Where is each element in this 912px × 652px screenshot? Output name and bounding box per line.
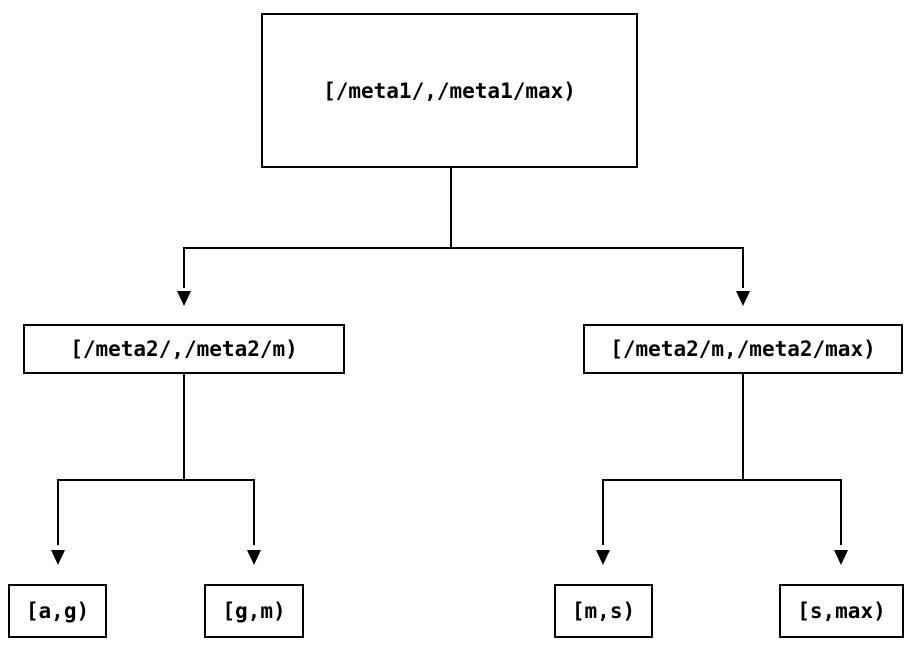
edge-midleft-stem-line	[183, 374, 185, 480]
node-leaf-m-s: [m,s)	[554, 584, 653, 638]
edge-midleft-horizontal-line	[57, 479, 255, 481]
arrowhead-to-leaf-ms-icon	[596, 550, 610, 565]
edge-midright-horizontal-line	[602, 479, 842, 481]
node-meta2-upper-range: [/meta2/m,/meta2/max)	[583, 324, 903, 374]
arrowhead-to-midleft-icon	[177, 291, 191, 306]
node-meta2-lower-range: [/meta2/,/meta2/m)	[23, 324, 345, 374]
arrowhead-to-leaf-smax-icon	[834, 550, 848, 565]
node-leaf-s-max: [s,max)	[779, 584, 904, 638]
edge-midright-stem-line	[742, 374, 744, 480]
edge-root-to-midright-line	[742, 247, 744, 288]
edge-midleft-to-leaf-ag-line	[57, 479, 59, 545]
node-leaf-a-g: [a,g)	[8, 584, 107, 638]
edge-midright-to-leaf-ms-line	[602, 479, 604, 545]
edge-root-to-midleft-line	[183, 247, 185, 288]
edge-midright-to-leaf-smax-line	[840, 479, 842, 545]
arrowhead-to-leaf-ag-icon	[51, 550, 65, 565]
node-root-meta1-range: [/meta1/,/meta1/max)	[261, 13, 638, 168]
arrowhead-to-leaf-gm-icon	[247, 550, 261, 565]
edge-root-horizontal-line	[183, 247, 744, 249]
node-leaf-g-m: [g,m)	[204, 584, 304, 638]
edge-midleft-to-leaf-gm-line	[253, 479, 255, 545]
edge-root-stem-line	[450, 168, 452, 248]
arrowhead-to-midright-icon	[736, 291, 750, 306]
